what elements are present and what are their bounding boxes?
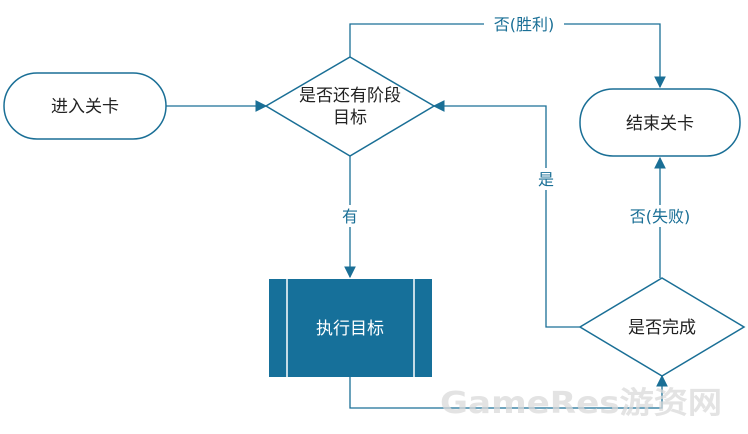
node-is-complete-label: 是否完成 — [628, 318, 696, 338]
node-end-level-label: 结束关卡 — [626, 114, 694, 134]
node-enter-level-label: 进入关卡 — [51, 97, 119, 117]
node-has-goal-label-line1: 是否还有阶段 — [299, 86, 401, 106]
watermark: GameRes游资网 — [440, 386, 722, 421]
node-end-level-shape — [579, 88, 741, 157]
label-bg-no-win — [484, 13, 564, 35]
edge-label-no-fail: 否(失败) — [630, 207, 691, 226]
node-is-complete-shape — [578, 277, 746, 377]
edge-label-yes: 有 — [342, 207, 358, 226]
node-has-goal-shape — [264, 56, 436, 157]
edge-complete-to-decision-yes — [432, 100, 580, 328]
node-enter-level-shape — [3, 72, 167, 140]
label-bg-yes-loop — [535, 168, 557, 190]
node-execute-goal-shape — [269, 279, 432, 377]
edge-label-no-win: 否(胜利) — [494, 15, 555, 34]
label-bg-no-fail — [621, 205, 699, 227]
node-has-goal-label-line2: 目标 — [333, 108, 367, 128]
node-execute-goal-label: 执行目标 — [316, 319, 384, 339]
edge-execute-to-complete — [349, 374, 668, 409]
label-bg-yes — [339, 205, 361, 227]
edge-label-yes-loop: 是 — [538, 170, 554, 189]
